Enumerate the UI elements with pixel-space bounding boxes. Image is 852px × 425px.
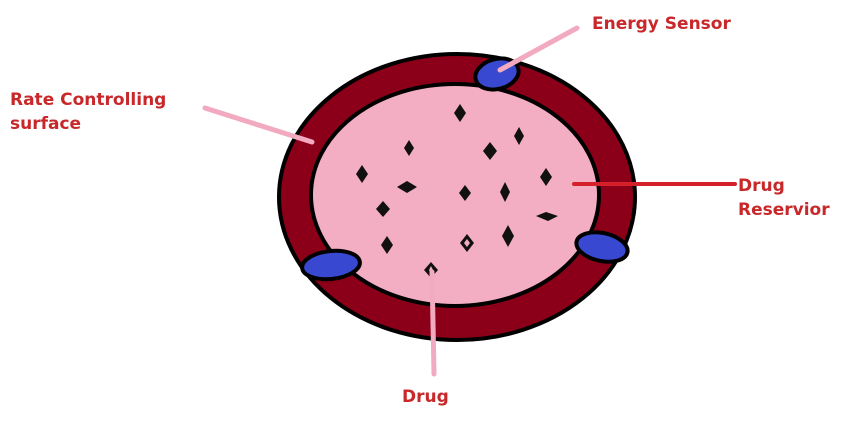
rate-controlling-leader (205, 108, 312, 142)
energy-sensor-label: Energy Sensor (592, 12, 731, 36)
drug-text: Drug (402, 385, 449, 409)
energy-sensor-text: Energy Sensor (592, 12, 731, 36)
drug-label: Drug (402, 385, 449, 409)
drug-leader (432, 272, 434, 374)
energy-sensor-leader (500, 28, 577, 70)
drug-reservoir-text-line1: Drug (738, 174, 830, 198)
rate-controlling-text-line2: surface (10, 112, 166, 136)
drug-reservoir-label: Drug Reservior (738, 174, 830, 222)
drug-reservoir-text-line2: Reservior (738, 198, 830, 222)
rate-controlling-surface-label: Rate Controlling surface (10, 88, 166, 136)
rate-controlling-text-line1: Rate Controlling (10, 88, 166, 112)
